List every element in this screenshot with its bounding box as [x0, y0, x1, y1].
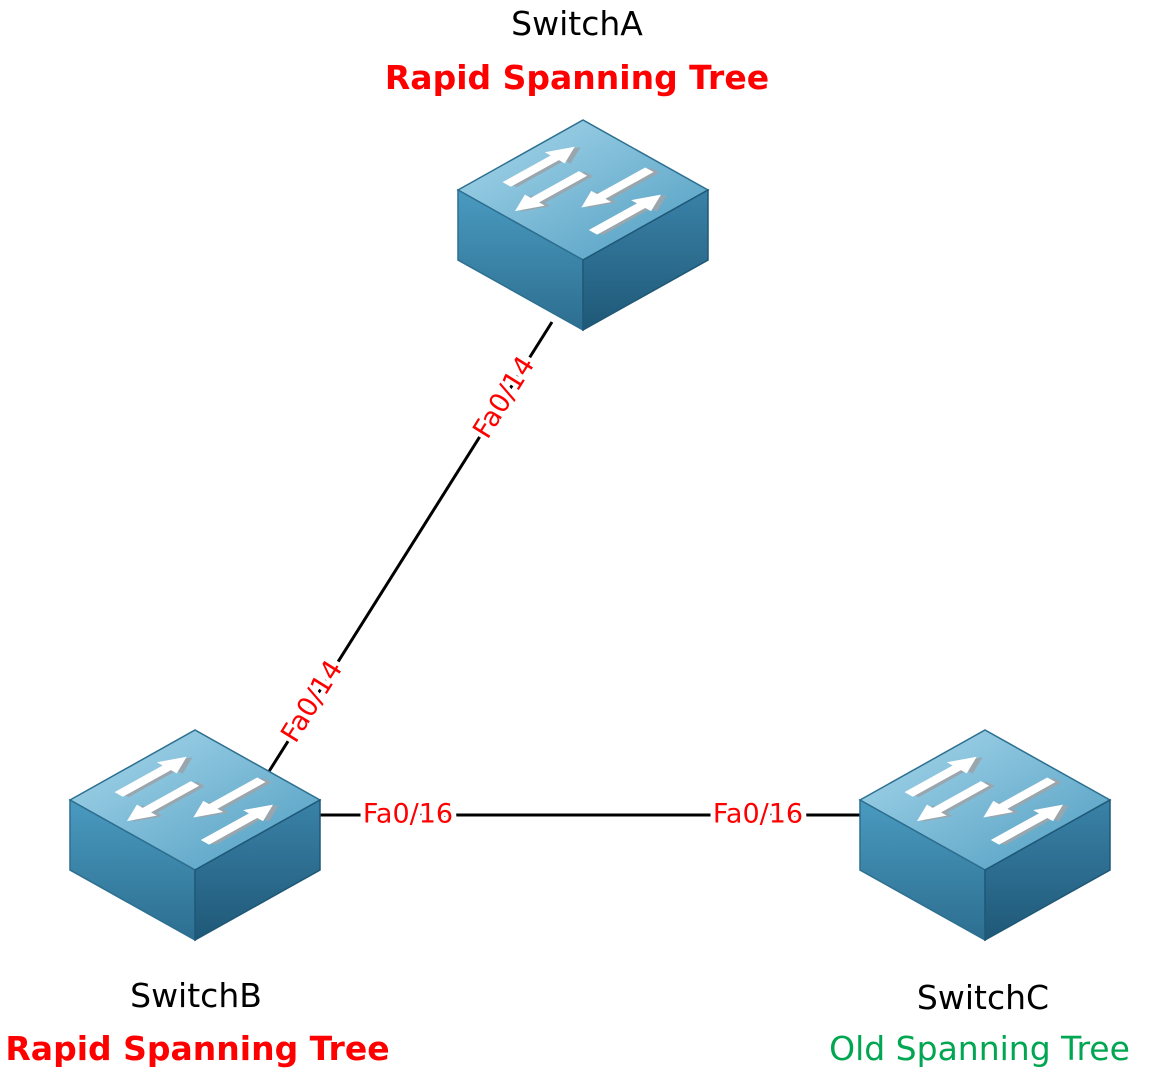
switch-icon[interactable] [458, 120, 708, 330]
switchc-name: SwitchC [916, 978, 1050, 1017]
port-label-switcha-fa0-14: Fa0/14 [467, 351, 541, 444]
switcha-protocol: Rapid Spanning Tree [384, 58, 770, 97]
switchc-protocol: Old Spanning Tree [829, 1029, 1130, 1068]
switch-icon[interactable] [860, 730, 1110, 940]
switchb-name: SwitchB [130, 976, 262, 1015]
switch-icon[interactable] [70, 730, 320, 940]
port-label-switchc-fa0-16: Fa0/16 [713, 799, 803, 830]
port-label-switchb-fa0-14: Fa0/14 [275, 655, 349, 748]
switcha-name: SwitchA [511, 4, 643, 43]
link-a-b [266, 321, 554, 774]
port-label-switchb-fa0-16: Fa0/16 [363, 799, 453, 830]
switchb-protocol: Rapid Spanning Tree [5, 1029, 390, 1068]
